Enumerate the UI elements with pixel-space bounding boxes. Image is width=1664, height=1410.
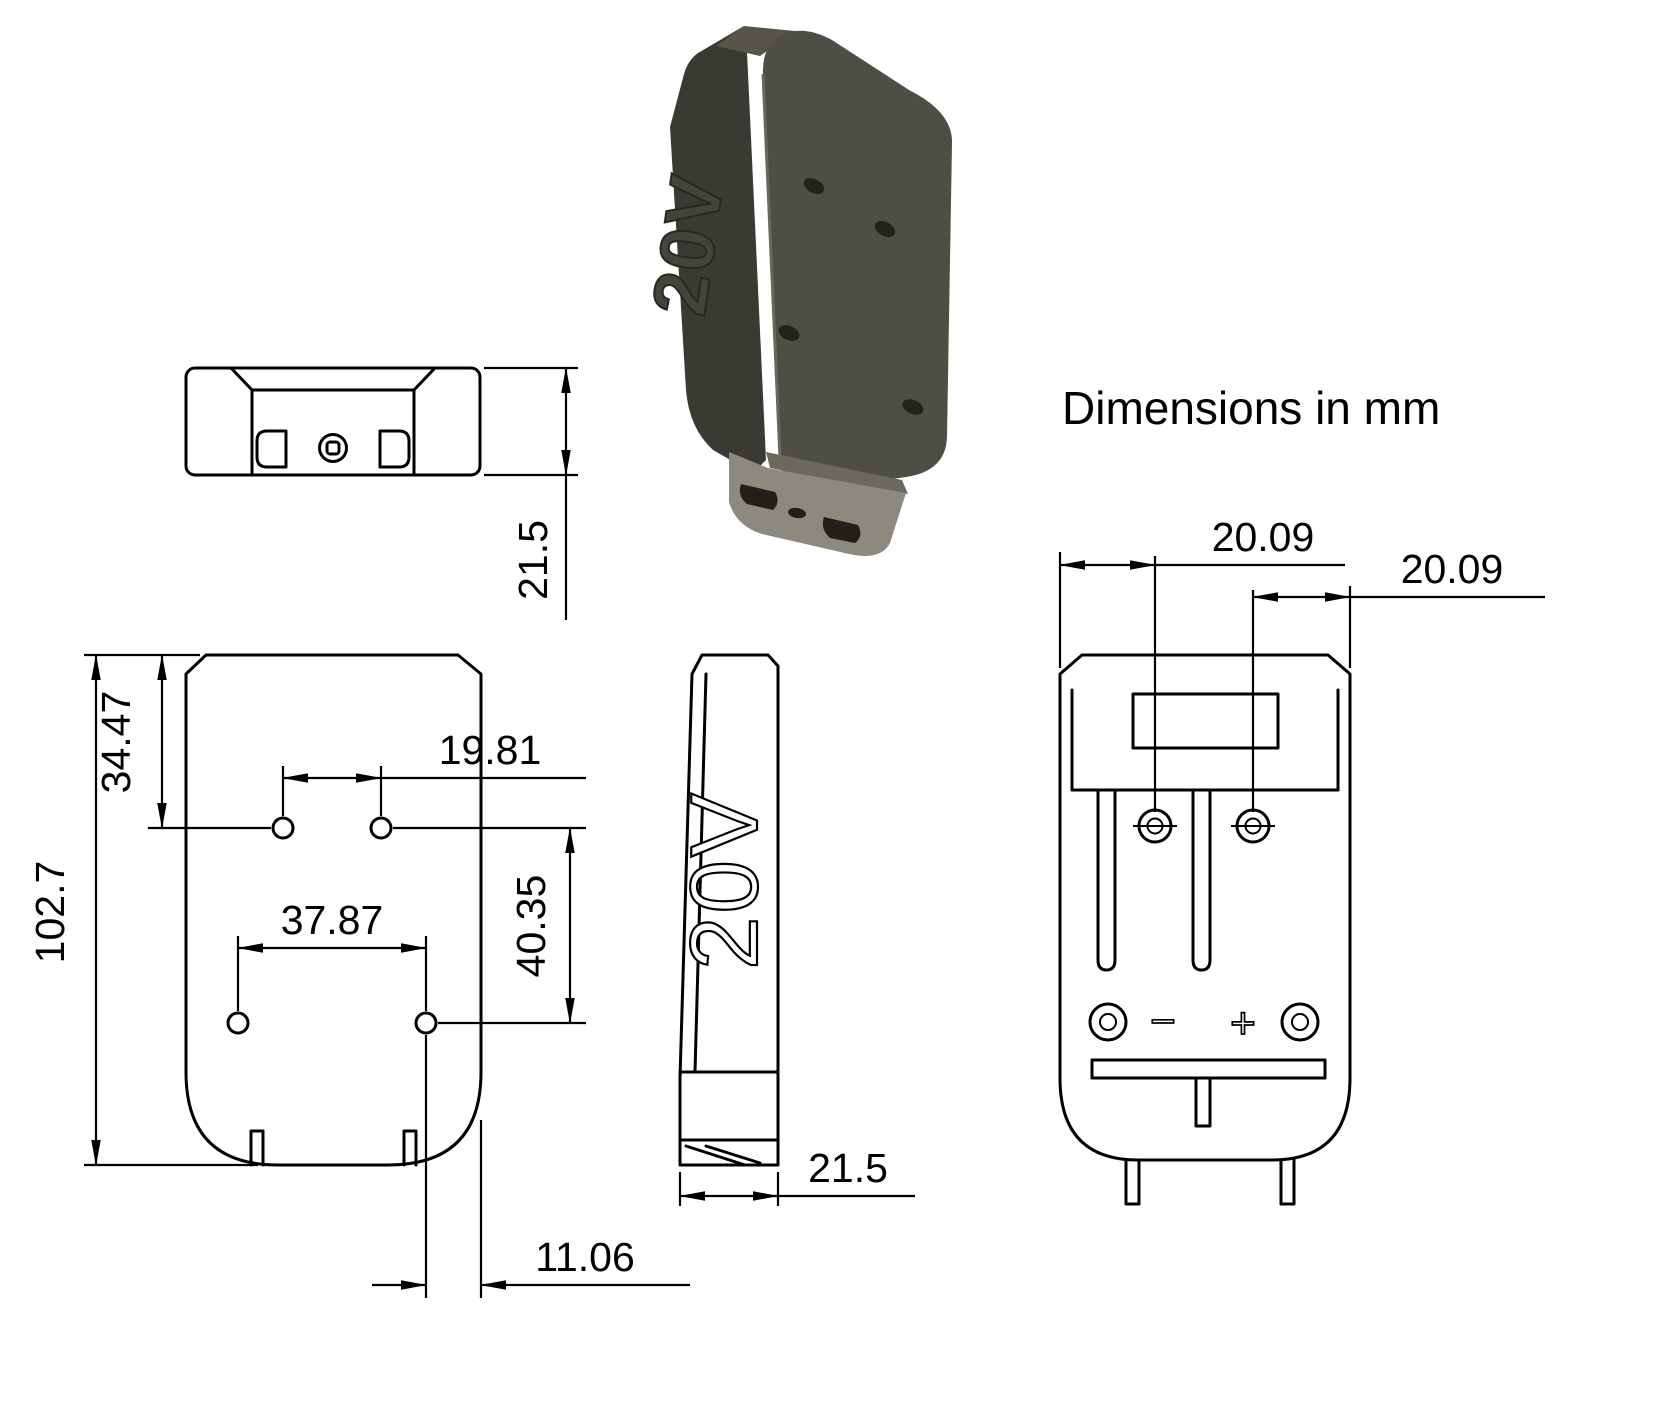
back-center-slot bbox=[1194, 1076, 1212, 1128]
back-lower-hole bbox=[1088, 1002, 1128, 1042]
negative-terminal-symbol: − bbox=[1150, 997, 1176, 1046]
dim-label-edge-offset: 11.06 bbox=[535, 1234, 635, 1280]
iso-connector-body bbox=[729, 452, 906, 556]
dim-label-back-right-hole-offset: 20.09 bbox=[1401, 546, 1504, 592]
iso-front-face bbox=[762, 30, 953, 490]
units-note: Dimensions in mm bbox=[1062, 382, 1440, 434]
side-view: 20V bbox=[670, 653, 780, 1167]
dim-label-side-depth: 21.5 bbox=[808, 1145, 888, 1191]
back-terminal-slot bbox=[1096, 788, 1117, 972]
dim-front-bottom-hole-spacing: 37.87 bbox=[236, 897, 428, 1011]
dim-label-hole-row-spacing: 40.35 bbox=[508, 875, 554, 978]
iso-center-slot bbox=[788, 507, 806, 519]
side-view-outline bbox=[678, 653, 780, 1167]
back-terminal-slot bbox=[1191, 788, 1212, 972]
iso-hole bbox=[902, 399, 924, 415]
front-hole bbox=[271, 816, 295, 840]
dim-label-top-hole-offset: 34.47 bbox=[93, 691, 139, 794]
front-view-outline bbox=[184, 653, 483, 1167]
dim-front-hole-row-spacing: 40.35 bbox=[393, 826, 586, 1025]
iso-terminal-hole bbox=[822, 517, 861, 543]
front-hole bbox=[226, 1011, 250, 1035]
iso-hole bbox=[874, 220, 896, 238]
dim-back-left-hole-offset: 20.09 bbox=[1058, 514, 1345, 812]
isometric-view: 20V bbox=[636, 26, 953, 556]
front-view bbox=[184, 653, 483, 1167]
back-lower-hole bbox=[1280, 1002, 1320, 1042]
top-view-outline bbox=[184, 366, 482, 477]
dim-front-total-height: 102.7 bbox=[27, 653, 258, 1167]
back-top-window bbox=[1131, 692, 1280, 750]
iso-hole bbox=[778, 325, 800, 341]
dim-label-top-height: 21.5 bbox=[510, 520, 556, 600]
iso-hole bbox=[803, 177, 825, 195]
dim-top-height: 21.5 bbox=[484, 366, 578, 620]
top-view-left-slot bbox=[255, 429, 288, 469]
side-part-label: 20V bbox=[671, 790, 778, 970]
dim-label-back-left-hole-offset: 20.09 bbox=[1212, 514, 1315, 560]
back-view-outline bbox=[1058, 653, 1352, 1162]
dim-label-top-hole-spacing: 19.81 bbox=[439, 727, 542, 773]
positive-terminal-symbol: + bbox=[1230, 999, 1256, 1048]
dim-front-top-hole-offset: 34.47 bbox=[93, 654, 271, 830]
iso-terminal-hole bbox=[739, 484, 778, 510]
dim-back-right-hole-offset: 20.09 bbox=[1251, 546, 1545, 812]
iso-part-label: 20V bbox=[637, 169, 741, 321]
iso-connector-band bbox=[766, 452, 908, 494]
top-view bbox=[184, 366, 482, 477]
iso-top-chamfer bbox=[716, 26, 795, 56]
dim-front-edge-offset: 11.06 bbox=[372, 1035, 690, 1298]
back-view: − + bbox=[1058, 653, 1352, 1206]
top-view-right-slot bbox=[378, 429, 411, 469]
top-view-center-hole bbox=[318, 433, 348, 463]
dim-label-bottom-hole-spacing: 37.87 bbox=[281, 897, 384, 943]
dim-label-total-height: 102.7 bbox=[27, 861, 73, 964]
front-hole bbox=[414, 1011, 438, 1035]
iso-side-face bbox=[670, 26, 766, 473]
dim-front-top-hole-spacing: 19.81 bbox=[281, 727, 586, 816]
dim-side-depth: 21.5 bbox=[678, 1145, 915, 1206]
front-hole bbox=[369, 816, 393, 840]
